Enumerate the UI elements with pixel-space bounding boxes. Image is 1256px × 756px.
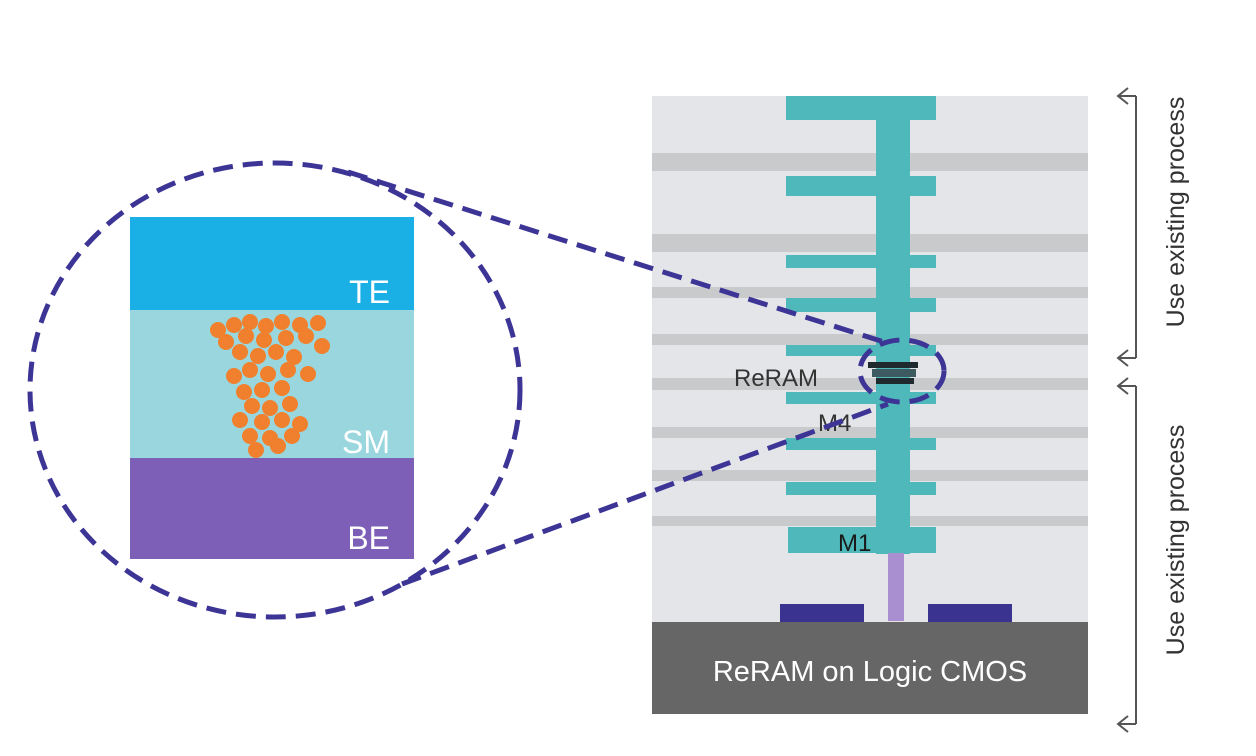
vacancy-dot bbox=[270, 438, 286, 454]
vacancy-dot bbox=[244, 398, 260, 414]
vacancy-dot bbox=[268, 344, 284, 360]
contact-pad-left bbox=[780, 604, 864, 624]
metal-line bbox=[786, 96, 936, 120]
vacancy-dot bbox=[300, 366, 316, 382]
barrier-line bbox=[652, 470, 1088, 481]
vacancy-dot bbox=[282, 396, 298, 412]
vacancy-dot bbox=[242, 428, 258, 444]
contact-via bbox=[888, 553, 904, 621]
vacancy-dot bbox=[314, 338, 330, 354]
reram-mid bbox=[872, 369, 916, 377]
upper-process-label: Use existing process bbox=[1162, 97, 1190, 328]
vacancy-dot bbox=[218, 334, 234, 350]
vacancy-dot bbox=[232, 412, 248, 428]
magnification-outline bbox=[27, 160, 947, 620]
connector-lower bbox=[401, 401, 889, 587]
te-label: TE bbox=[349, 274, 390, 310]
lower-process-label: Use existing process bbox=[1162, 425, 1190, 656]
vacancy-dot bbox=[280, 362, 296, 378]
barrier-line bbox=[652, 427, 1088, 438]
vacancy-dot bbox=[278, 330, 294, 346]
via-column bbox=[876, 96, 910, 554]
reram-top bbox=[868, 362, 918, 368]
vacancy-dot bbox=[298, 328, 314, 344]
vacancy-dot bbox=[238, 328, 254, 344]
metal-line bbox=[786, 345, 936, 356]
interconnect-stack: ReRAM on Logic CMOS ReRAM M4 M1 bbox=[652, 96, 1088, 714]
contact-pad-right bbox=[928, 604, 1012, 624]
reram-device bbox=[868, 362, 918, 384]
sm-label: SM bbox=[342, 424, 390, 460]
vacancy-dot bbox=[254, 414, 270, 430]
reram-label: ReRAM bbox=[734, 365, 818, 392]
vacancy-dot bbox=[286, 349, 302, 365]
metal-line bbox=[786, 255, 936, 268]
barrier-lines bbox=[652, 153, 1088, 526]
vacancy-dot bbox=[248, 442, 264, 458]
vacancy-dot bbox=[254, 382, 270, 398]
vacancy-dot bbox=[226, 317, 242, 333]
vacancy-dot bbox=[256, 332, 272, 348]
vacancy-dot bbox=[310, 315, 326, 331]
barrier-line bbox=[652, 378, 1088, 390]
te-layer bbox=[130, 217, 414, 310]
zoom-circle bbox=[27, 160, 523, 620]
vacancy-dot bbox=[274, 314, 290, 330]
vacancy-dot bbox=[210, 322, 226, 338]
barrier-line bbox=[652, 516, 1088, 526]
be-layer bbox=[130, 458, 414, 559]
zoomed-cell: TE SM BE bbox=[130, 217, 414, 559]
vacancy-dot bbox=[250, 348, 266, 364]
metal-line bbox=[786, 176, 936, 196]
vacancy-dot bbox=[292, 416, 308, 432]
barrier-line bbox=[652, 234, 1088, 252]
vacancy-dot bbox=[242, 362, 258, 378]
vacancy-dot bbox=[232, 344, 248, 360]
barrier-line bbox=[652, 153, 1088, 171]
vacancy-dot bbox=[262, 400, 278, 416]
vacancy-dot bbox=[274, 412, 290, 428]
metal-line bbox=[786, 298, 936, 312]
metal-line bbox=[786, 482, 936, 495]
metal-interconnect bbox=[786, 96, 936, 554]
vacancy-dot bbox=[236, 384, 252, 400]
m1-label: M1 bbox=[838, 530, 871, 557]
m1-line bbox=[788, 527, 936, 553]
cmos-substrate bbox=[652, 622, 1088, 714]
reram-bottom bbox=[876, 378, 914, 384]
metal-line bbox=[786, 438, 936, 450]
process-brackets bbox=[1116, 87, 1137, 733]
filament-cluster bbox=[210, 314, 330, 458]
vacancy-dot bbox=[258, 318, 274, 334]
device-circle bbox=[857, 337, 947, 405]
vacancy-dot bbox=[226, 368, 242, 384]
barrier-line bbox=[652, 287, 1088, 298]
connector-upper bbox=[347, 169, 885, 345]
vacancy-dot bbox=[274, 380, 290, 396]
vacancy-dot bbox=[242, 314, 258, 330]
be-label: BE bbox=[347, 520, 390, 556]
vacancy-dot bbox=[260, 366, 276, 382]
substrate-label: ReRAM on Logic CMOS bbox=[713, 656, 1027, 688]
vacancy-dot bbox=[284, 428, 300, 444]
